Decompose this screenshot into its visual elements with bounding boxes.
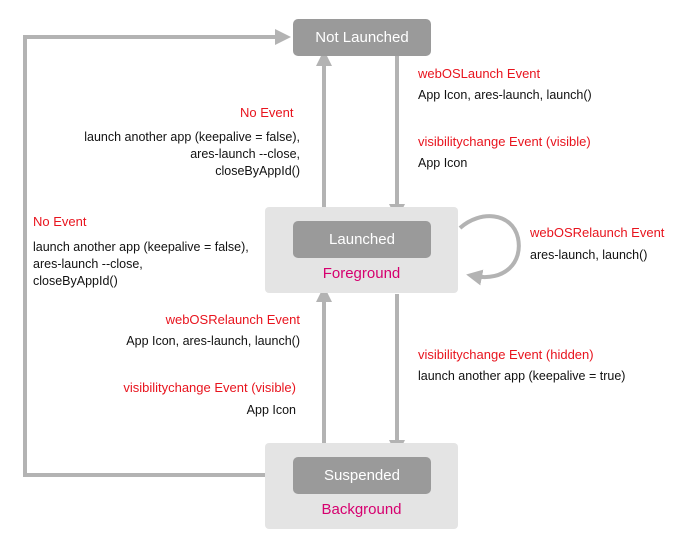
detail-line: closeByAppId() xyxy=(33,274,118,288)
launch-visibility-event-label: visibilitychange Event (visible) xyxy=(418,134,591,149)
relaunch-event-label: webOSRelaunch Event xyxy=(530,225,665,240)
close-foreground-event-label: No Event xyxy=(240,105,294,120)
launch-visibility-detail-label: App Icon xyxy=(418,156,468,170)
state-not-launched: Not Launched xyxy=(293,19,431,56)
launch-event-label: webOSLaunch Event xyxy=(418,66,541,81)
foreground-label: Foreground xyxy=(322,265,401,282)
resume-visibility-detail-label: App Icon xyxy=(246,403,296,417)
arrow-close-background xyxy=(23,29,293,477)
background-label: Background xyxy=(321,501,402,518)
state-suspended: Suspended xyxy=(293,457,431,494)
launch-detail-label: App Icon, ares-launch, launch() xyxy=(418,88,592,102)
resume-event-label: webOSRelaunch Event xyxy=(165,312,300,327)
suspend-event-label: visibilitychange Event (hidden) xyxy=(418,347,594,362)
relaunch-detail-label: ares-launch, launch() xyxy=(530,248,648,262)
detail-line: ares-launch --close, xyxy=(190,147,300,161)
suspend-detail-label: launch another app (keepalive = true) xyxy=(418,369,626,383)
close-background-detail: launch another app (keepalive = false), … xyxy=(33,239,249,290)
resume-visibility-event-label: visibilitychange Event (visible) xyxy=(123,380,296,395)
close-background-event-label: No Event xyxy=(33,214,87,229)
detail-line: launch another app (keepalive = false), xyxy=(84,130,300,144)
close-foreground-detail: launch another app (keepalive = false), … xyxy=(84,129,300,180)
detail-line: ares-launch --close, xyxy=(33,257,143,271)
arrow-relaunch-loop xyxy=(458,214,521,286)
resume-detail-label: App Icon, ares-launch, launch() xyxy=(126,334,300,348)
detail-line: closeByAppId() xyxy=(215,164,300,178)
detail-line: launch another app (keepalive = false), xyxy=(33,240,249,254)
state-launched: Launched xyxy=(293,221,431,258)
